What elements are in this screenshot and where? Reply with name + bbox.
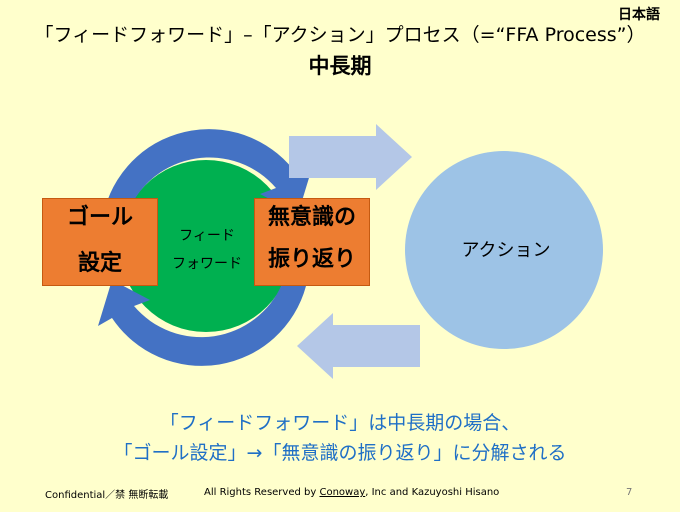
slide-subtitle: 中長期 xyxy=(308,54,372,78)
footer-company-link[interactable]: Conoway xyxy=(319,487,366,498)
footer-rights-prefix: All Rights Reserved by xyxy=(204,487,320,498)
cycle-arrows xyxy=(98,129,312,366)
action-label: アクション xyxy=(461,240,551,261)
reflection-box-line1: 無意識の xyxy=(267,205,356,230)
feedforward-line2: フォワード xyxy=(172,256,242,272)
summary-line2: 「ゴール設定」→「無意識の振り返り」に分解される xyxy=(113,442,567,464)
arrow-right xyxy=(289,124,412,190)
goal-box-line1: ゴール xyxy=(66,205,133,230)
feedforward-label: フィード フォワード xyxy=(158,222,256,278)
summary-text: 「フィードフォワード」は中長期の場合、 「ゴール設定」→「無意識の振り返り」に分… xyxy=(0,408,680,468)
goal-setting-box: ゴール 設定 xyxy=(42,198,158,286)
summary-line1: 「フィードフォワード」は中長期の場合、 xyxy=(159,412,521,434)
slide-title: 「フィードフォワード」–「アクション」プロセス（=“FFA Process”） xyxy=(34,24,646,46)
action-circle xyxy=(405,151,603,349)
arrow-left xyxy=(297,313,420,379)
feedforward-circle xyxy=(120,160,292,332)
footer-confidential: Confidential／禁 無断転載 xyxy=(45,490,169,501)
footer-rights: All Rights Reserved by Conoway, Inc and … xyxy=(204,487,499,498)
goal-box-line2: 設定 xyxy=(77,251,122,276)
feedforward-line1: フィード xyxy=(179,228,235,244)
footer-rights-suffix: , Inc and Kazuyoshi Hisano xyxy=(365,487,500,498)
cycle-arrow-top xyxy=(105,129,312,214)
cycle-arrow-bottom xyxy=(98,280,306,366)
reflection-box-line2: 振り返り xyxy=(267,247,356,272)
page-number: 7 xyxy=(626,487,633,498)
language-label: 日本語 xyxy=(618,7,660,23)
unconscious-reflection-box: 無意識の 振り返り xyxy=(254,198,370,286)
